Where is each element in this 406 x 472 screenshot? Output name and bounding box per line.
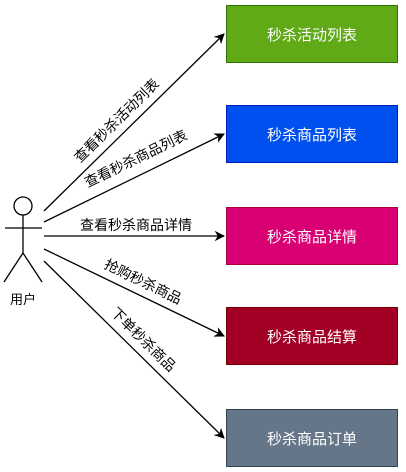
edge-line-2 [43,133,225,223]
edge-label-4: 抢购秒杀商品 [101,256,184,308]
box-label: 秒杀商品订单 [266,429,357,448]
actor-left-leg [3,252,24,283]
edge-label-3: 查看秒杀商品详情 [80,218,192,234]
actor-right-leg [22,252,43,283]
box-seckill-activity-list: 秒杀活动列表 [226,5,398,63]
actor-figure [3,196,43,283]
box-seckill-product-detail: 秒杀商品详情 [226,207,398,265]
box-seckill-product-list: 秒杀商品列表 [226,105,398,163]
edge-line-1 [43,33,225,212]
actor-label: 用户 [9,293,36,308]
box-label: 秒杀商品详情 [266,227,357,246]
edge-line-4 [43,248,225,337]
box-label: 秒杀商品结算 [266,327,357,346]
box-label: 秒杀商品列表 [266,125,357,144]
box-label: 秒杀活动列表 [266,25,357,44]
actor-head [13,196,33,216]
edge-line-5 [43,260,225,439]
box-seckill-product-order: 秒杀商品订单 [226,409,398,467]
edge-label-5: 下单秒杀商品 [107,305,178,375]
box-seckill-product-checkout: 秒杀商品结算 [226,307,398,365]
